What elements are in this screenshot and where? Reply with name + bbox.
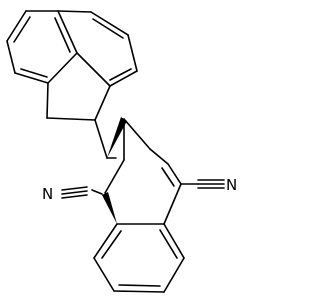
- nitrile-bond: [91, 189, 103, 195]
- double-bond-inner: [13, 16, 31, 43]
- stereo-wedge: [107, 117, 127, 158]
- bond: [93, 223, 118, 259]
- bond: [57, 10, 78, 54]
- bond: [163, 223, 185, 259]
- bond: [163, 183, 182, 225]
- bond: [76, 52, 111, 87]
- double-bond-inner: [20, 68, 48, 78]
- bond: [149, 148, 169, 165]
- bond: [109, 70, 138, 87]
- bond: [163, 257, 185, 293]
- double-bond-inner: [92, 18, 124, 39]
- double-bond-inner: [161, 167, 175, 187]
- bond: [94, 119, 108, 159]
- double-bond-inner: [118, 284, 161, 287]
- double-bond-inner: [54, 17, 71, 53]
- nitrile-triple-bond: [61, 190, 88, 195]
- bond: [14, 72, 49, 84]
- bond: [104, 159, 125, 194]
- bond: [46, 82, 49, 119]
- nitrile-nitrogen-label-left: N: [42, 185, 53, 203]
- bond: [46, 117, 96, 121]
- bond: [167, 163, 182, 185]
- bond: [57, 10, 92, 13]
- dihydronaphthalene-fragment: [61, 117, 225, 293]
- bond: [123, 118, 151, 150]
- double-bond-inner: [101, 230, 122, 259]
- acenaphthene-fragment: [6, 10, 138, 121]
- nitrile-nitrogen-label-right: N: [226, 176, 237, 194]
- bond: [6, 40, 16, 74]
- stereo-wedge: [102, 192, 117, 224]
- bond: [94, 85, 111, 121]
- molecule-structure: N N: [6, 10, 237, 293]
- double-bond-inner: [159, 229, 178, 259]
- bond: [127, 34, 138, 72]
- bond: [90, 11, 129, 36]
- double-bond-inner: [109, 68, 132, 81]
- nitrile-triple-bond: [61, 194, 88, 199]
- bond: [6, 10, 27, 42]
- bond: [93, 257, 115, 292]
- nitrile-triple-bond: [61, 186, 88, 191]
- bond: [113, 290, 165, 293]
- bond: [47, 52, 78, 84]
